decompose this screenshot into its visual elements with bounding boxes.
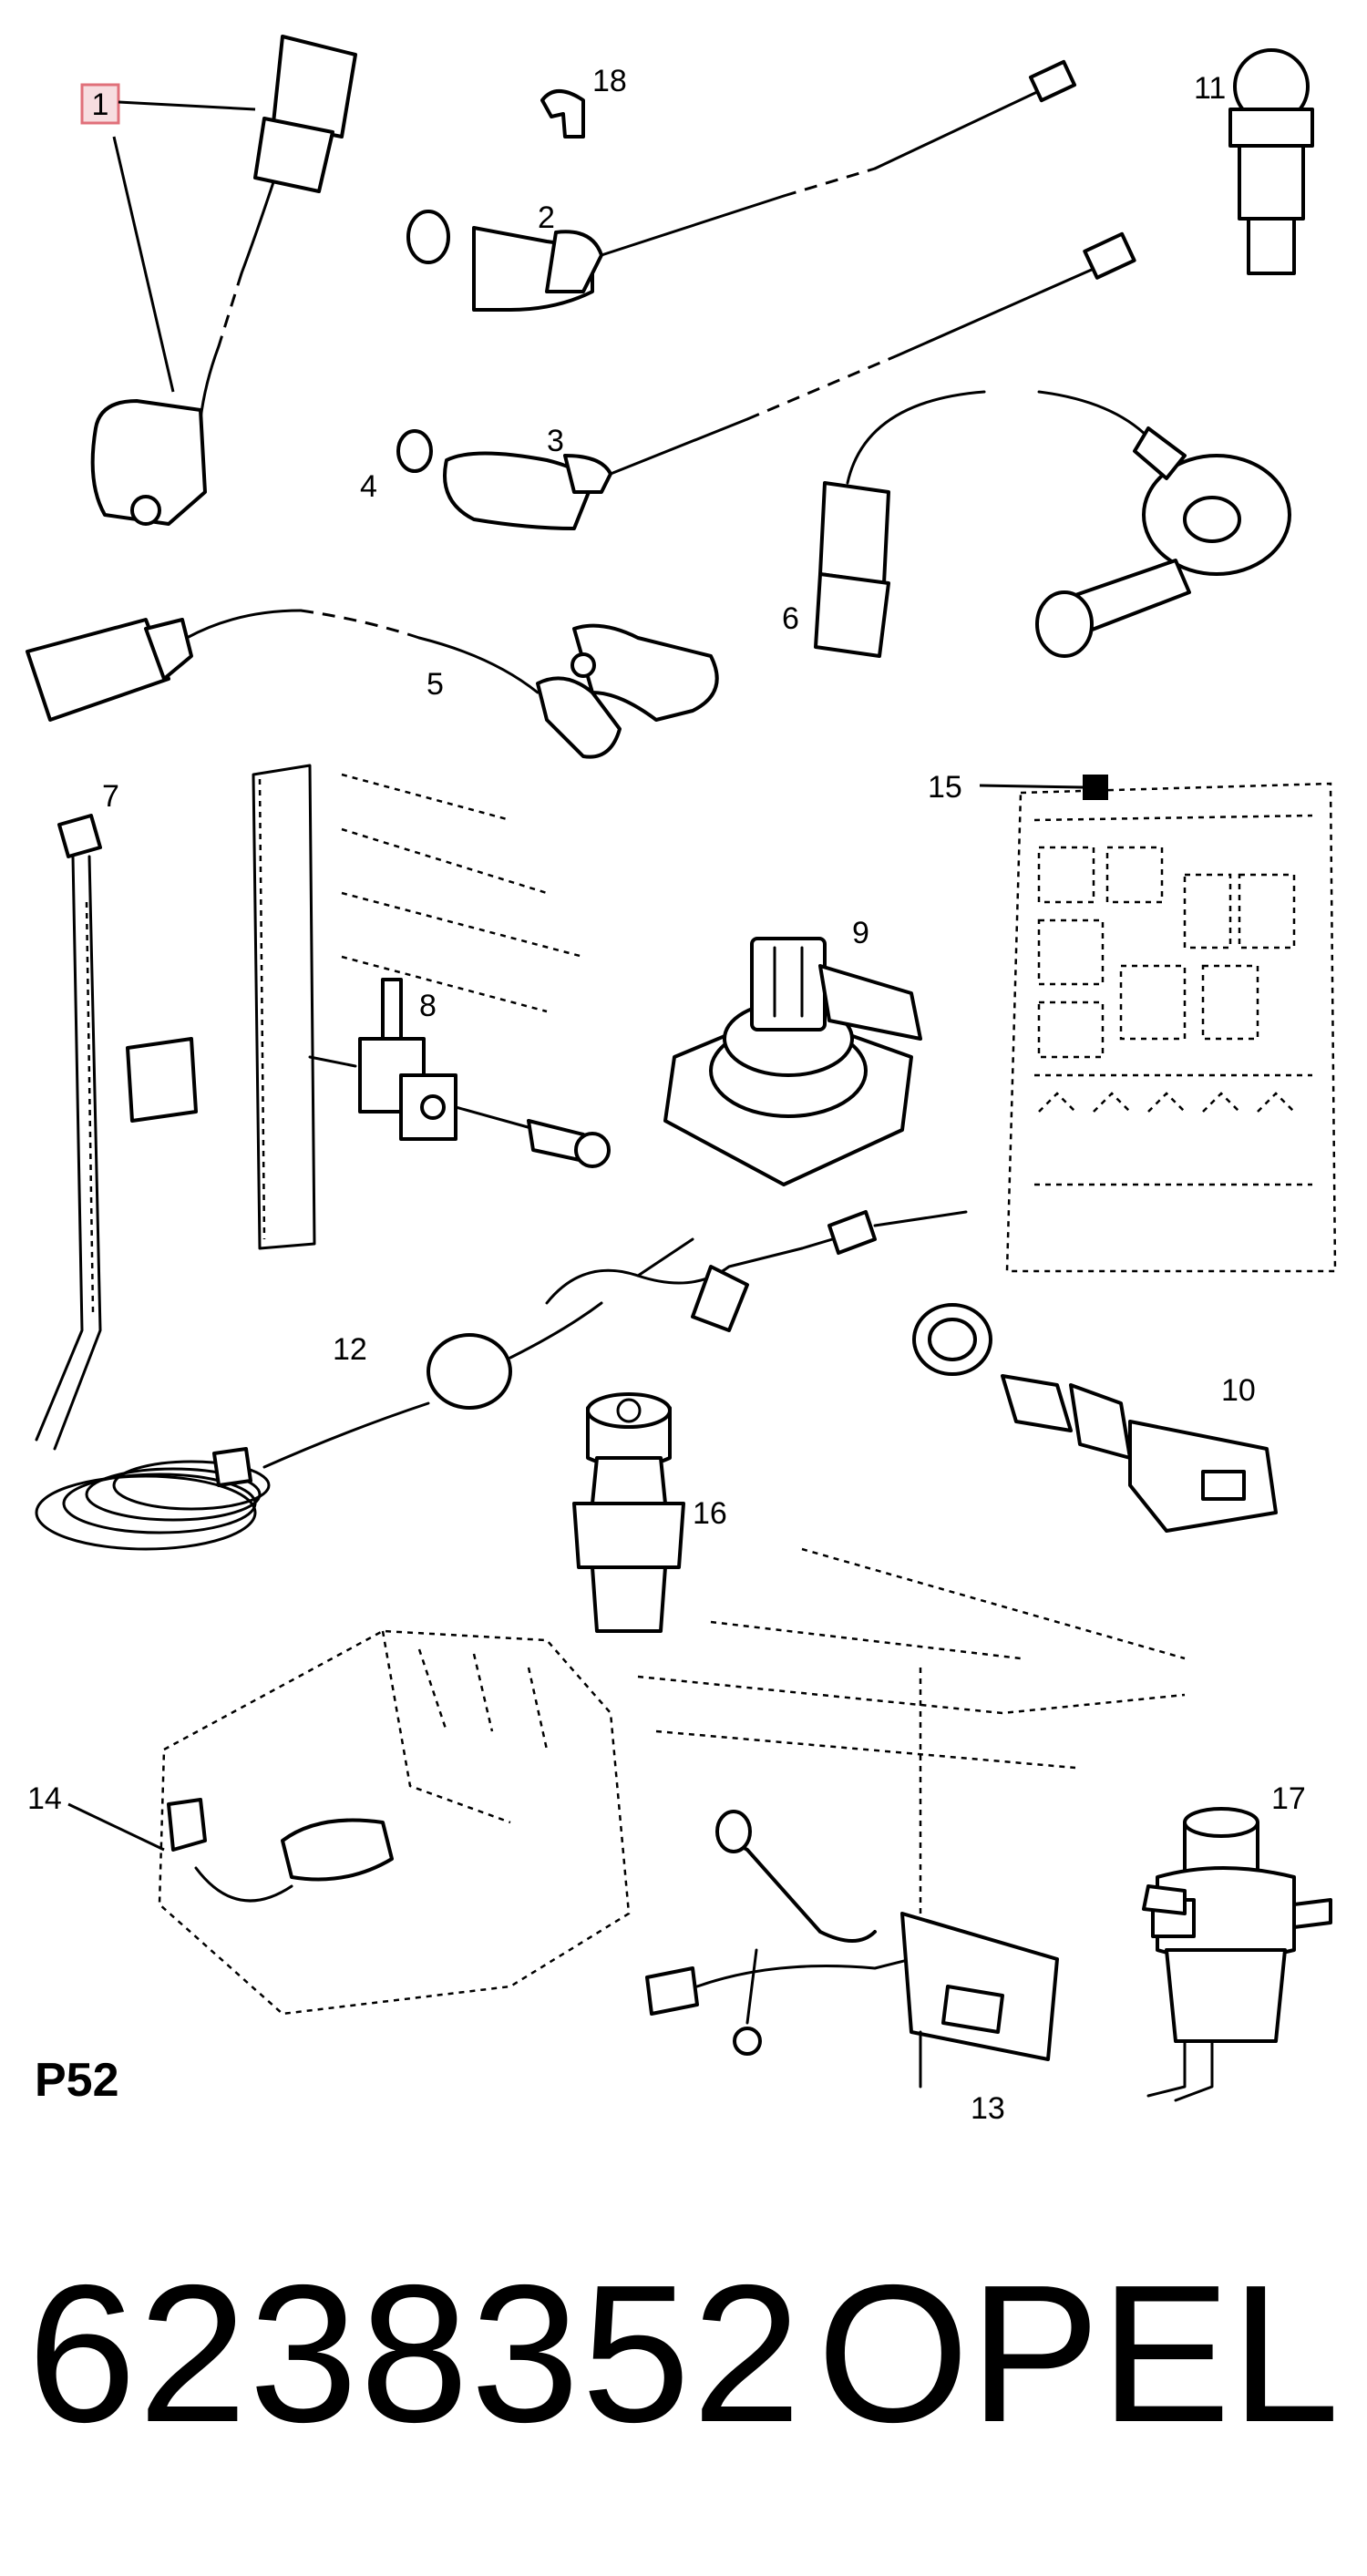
- callout-3: 3: [547, 424, 564, 458]
- callout-7: 7: [102, 779, 119, 814]
- callout-5: 5: [427, 667, 444, 702]
- part-10-sender: 10: [912, 1303, 1278, 1533]
- part-15-control-unit: 15: [928, 770, 1337, 1273]
- callout-1-box: [80, 83, 120, 125]
- callout-14: 14: [27, 1781, 62, 1816]
- part-18-hose: 18: [540, 64, 627, 139]
- callout-16: 16: [693, 1496, 727, 1531]
- part-1-sensor: 1: [80, 35, 357, 526]
- part-7-cable-tie: 7: [35, 779, 119, 1451]
- part-11-switch: 11: [1194, 48, 1314, 275]
- part-16-pressure-switch: 16: [572, 1392, 727, 1633]
- callout-2: 2: [538, 200, 555, 235]
- callout-13: 13: [971, 2091, 1005, 2126]
- part-17-valve: 17: [1142, 1781, 1332, 2102]
- part-13-harness-bracket: 13: [637, 1547, 1186, 2126]
- part-12-harness: 12: [35, 1210, 968, 1551]
- callout-10: 10: [1221, 1373, 1256, 1408]
- callout-9: 9: [852, 916, 869, 950]
- part-6-knock-sensor: 6: [782, 390, 1291, 658]
- parts-diagram: 1 18 2 11 3 4: [26, 35, 1337, 2126]
- part-8-bracket: 8: [126, 764, 611, 1250]
- part-5-sensor: 5: [26, 609, 719, 759]
- part-number: 6238352: [27, 2243, 804, 2463]
- callout-6: 6: [782, 601, 799, 636]
- callout-4: 4: [360, 469, 377, 504]
- diagram-code: P52: [35, 2054, 119, 2107]
- part-14-panel: 14: [27, 1629, 631, 2016]
- callout-8: 8: [419, 989, 437, 1023]
- callout-15: 15: [928, 770, 962, 805]
- callout-17: 17: [1271, 1781, 1306, 1816]
- callout-12: 12: [333, 1332, 367, 1367]
- part-3-sensor: 3 4: [360, 231, 1136, 530]
- part-9-sensor-housing: 9: [663, 916, 922, 1186]
- brand-name: OPEL: [817, 2243, 1340, 2463]
- part-2-sensor: 2: [406, 59, 1077, 312]
- part-15-marker: [1083, 775, 1108, 800]
- callout-11: 11: [1194, 71, 1226, 106]
- callout-1: 1: [92, 87, 109, 122]
- callout-18: 18: [592, 64, 627, 98]
